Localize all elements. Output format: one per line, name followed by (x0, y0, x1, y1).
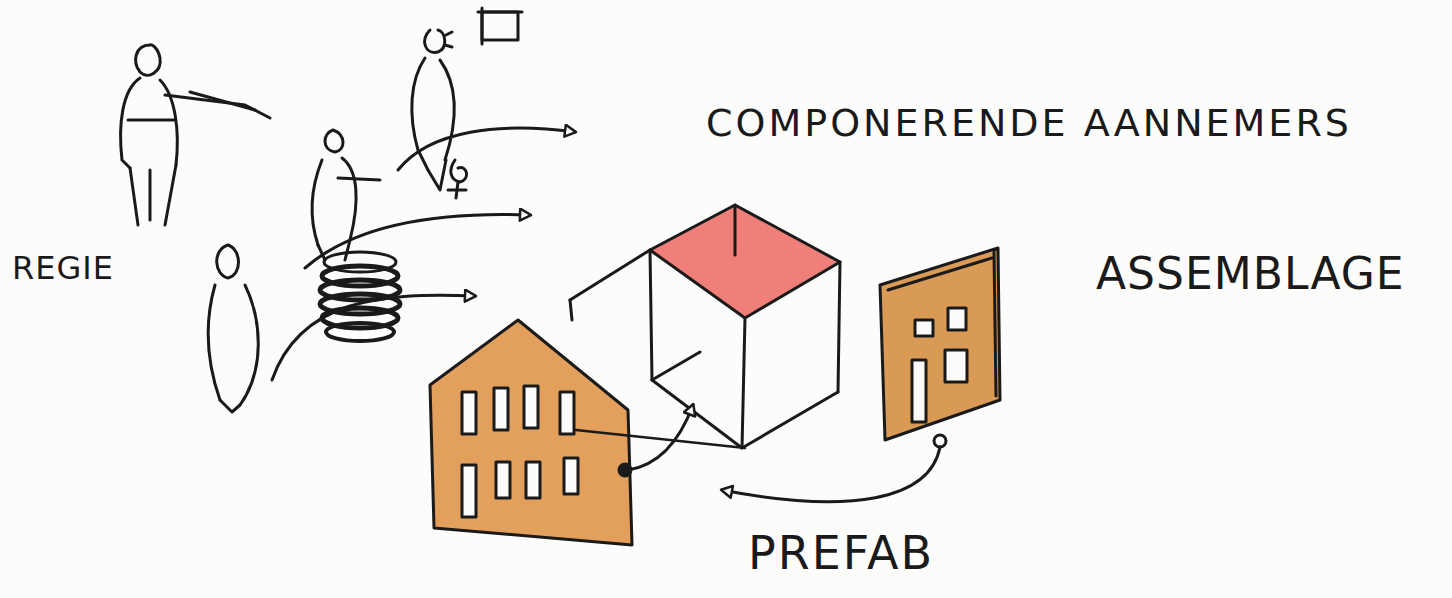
worker-figure (398, 8, 575, 198)
handwritten-label: PREFAB (748, 530, 934, 576)
handwritten-label: COMPONERENDE AANNEMERS (706, 104, 1352, 142)
worker-figure (305, 130, 530, 268)
facade-panel (722, 248, 1000, 502)
insulation-coil (320, 252, 400, 341)
director-figure (121, 45, 270, 225)
handwritten-label: REGIE (12, 252, 114, 284)
house-facade (430, 320, 745, 545)
handwritten-label: ASSEMBLAGE (1096, 252, 1405, 296)
